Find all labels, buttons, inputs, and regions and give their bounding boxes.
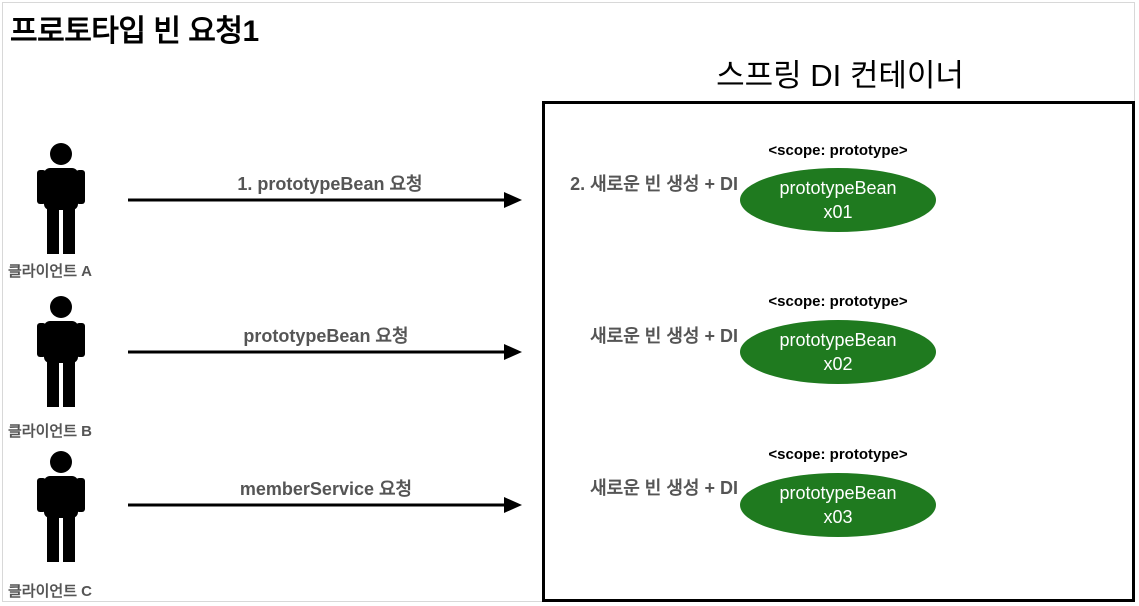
prototype-bean-x01: prototypeBean x01 [740, 168, 936, 232]
create-label-3: 새로운 빈 생성 + DI [590, 478, 738, 498]
create-label-1: 2. 새로운 빈 생성 + DI [570, 174, 738, 194]
request-label-2: prototypeBean 요청 [243, 326, 409, 346]
person-icon [37, 143, 85, 254]
bean-id: x02 [823, 354, 853, 374]
person-icon [37, 296, 85, 407]
request-label-1: 1. prototypeBean 요청 [237, 174, 423, 194]
bean-name: prototypeBean [779, 178, 897, 198]
scope-label-3: <scope: prototype> [768, 446, 908, 463]
container-title: 스프링 DI 컨테이너 [716, 58, 964, 93]
request-arrow-1 [128, 192, 522, 208]
request-arrow-2 [128, 344, 522, 360]
page-title: 프로토타입 빈 요청1 [10, 15, 259, 48]
client-a [14, 142, 114, 254]
client-c-label: 클라이언트 C [8, 583, 93, 600]
scope-label-2: <scope: prototype> [768, 293, 908, 310]
request-arrow-3 [128, 497, 522, 513]
bean-id: x01 [823, 202, 853, 222]
bean-name: prototypeBean [779, 330, 897, 350]
create-label-2: 새로운 빈 생성 + DI [590, 326, 738, 346]
scope-label-1: <scope: prototype> [768, 142, 908, 159]
bean-name: prototypeBean [779, 483, 897, 503]
client-b [14, 295, 114, 407]
prototype-bean-x03: prototypeBean x03 [740, 473, 936, 537]
prototype-bean-x02: prototypeBean x02 [740, 320, 936, 384]
bean-id: x03 [823, 507, 853, 527]
client-c [14, 450, 114, 562]
person-icon [37, 451, 85, 562]
client-b-label: 클라이언트 B [8, 423, 93, 440]
request-label-3: memberService 요청 [239, 479, 413, 499]
client-a-label: 클라이언트 A [8, 263, 93, 280]
spring-container-box [542, 101, 1135, 602]
